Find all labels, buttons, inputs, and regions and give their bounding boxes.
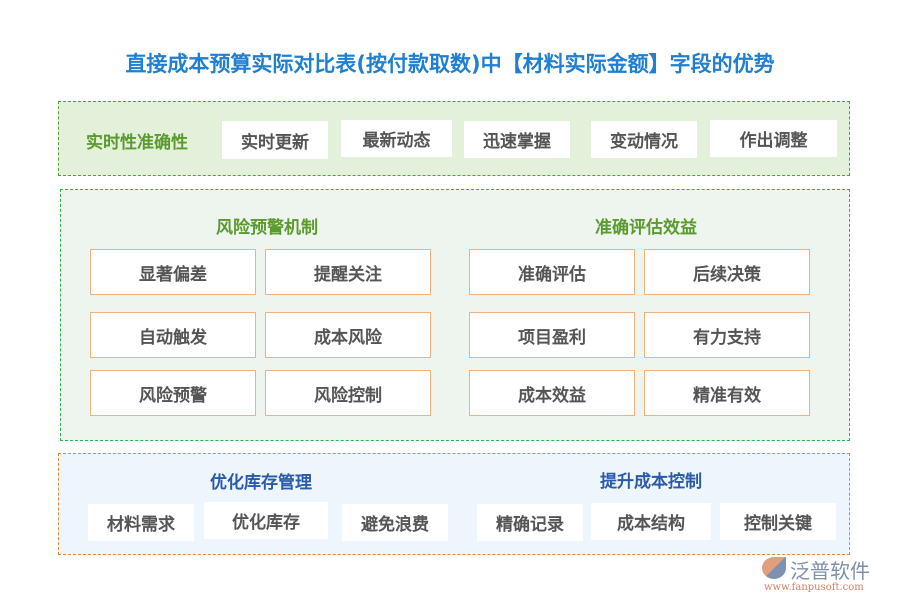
item-box: 提醒关注 bbox=[265, 249, 431, 295]
item-box: 迅速掌握 bbox=[464, 121, 570, 158]
section-heading: 优化库存管理 bbox=[210, 473, 312, 493]
item-box: 精确记录 bbox=[477, 504, 583, 541]
item-box: 实时更新 bbox=[222, 121, 328, 159]
item-box: 最新动态 bbox=[341, 120, 452, 157]
section-heading: 风险预警机制 bbox=[216, 218, 318, 238]
logo-icon bbox=[762, 557, 786, 579]
item-box: 成本效益 bbox=[469, 370, 635, 416]
section-heading: 实时性准确性 bbox=[86, 133, 188, 153]
item-box: 精准有效 bbox=[644, 370, 810, 416]
page-title: 直接成本预算实际对比表(按付款取数)中【材料实际金额】字段的优势 bbox=[125, 52, 775, 76]
section-heading: 准确评估效益 bbox=[595, 218, 697, 238]
section-heading: 提升成本控制 bbox=[600, 472, 702, 492]
item-box: 变动情况 bbox=[591, 121, 697, 158]
item-box: 材料需求 bbox=[88, 504, 194, 541]
item-box: 控制关键 bbox=[720, 503, 836, 540]
item-box: 风险预警 bbox=[90, 370, 256, 416]
item-box: 成本风险 bbox=[265, 312, 431, 358]
item-box: 显著偏差 bbox=[90, 249, 256, 295]
item-box: 风险控制 bbox=[265, 370, 431, 416]
item-box: 项目盈利 bbox=[469, 312, 635, 358]
item-box: 成本结构 bbox=[591, 503, 711, 540]
fanpu-logo: 泛普软件 www.fanpusoft.com bbox=[760, 555, 890, 597]
item-box: 准确评估 bbox=[469, 249, 635, 295]
logo-name: 泛普软件 bbox=[790, 559, 870, 583]
item-box: 作出调整 bbox=[710, 120, 837, 157]
item-box: 优化库存 bbox=[204, 502, 328, 539]
logo-url: www.fanpusoft.com bbox=[764, 582, 864, 593]
item-box: 有力支持 bbox=[644, 312, 810, 358]
item-box: 避免浪费 bbox=[342, 504, 448, 541]
item-box: 自动触发 bbox=[90, 312, 256, 358]
item-box: 后续决策 bbox=[644, 249, 810, 295]
